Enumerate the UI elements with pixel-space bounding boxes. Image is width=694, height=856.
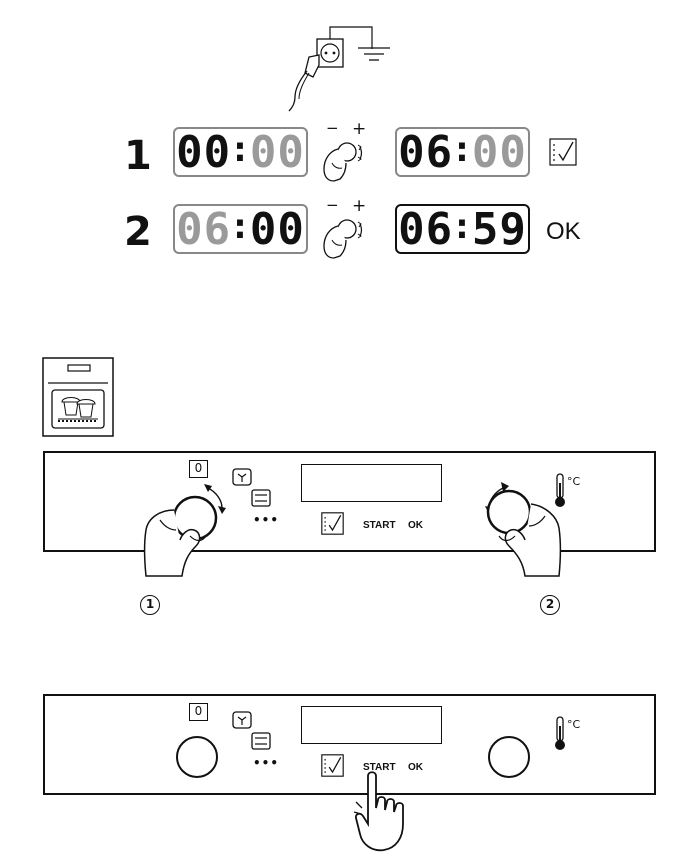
control-panel: 0 ••• START OK °C (43, 694, 656, 795)
pressing-hand-icon (353, 771, 404, 852)
plus-sign: + (352, 198, 366, 216)
knob-hand-icon: − + (323, 198, 366, 259)
display-hours: 06 (398, 126, 454, 178)
minus-sign: − (326, 121, 339, 137)
ok-button-label[interactable]: OK (408, 762, 423, 773)
oven-display (301, 706, 442, 744)
checklist-icon (549, 138, 577, 166)
display-minutes: 00 (471, 126, 527, 178)
display-colon: : (229, 128, 252, 170)
oven-icon (42, 357, 114, 437)
temperature-unit-label: °C (567, 475, 581, 488)
more-functions-dots: ••• (253, 513, 280, 527)
step-number: 1 (124, 133, 152, 179)
ok-button-label: OK (408, 520, 423, 531)
display-hours: 06 (398, 203, 454, 255)
clock-display-after: 06:00 (395, 126, 530, 178)
power-plug-icon (288, 26, 373, 112)
thermometer-icon (555, 716, 565, 750)
plus-sign: + (352, 121, 366, 139)
display-minutes: 00 (249, 203, 305, 255)
display-colon: : (451, 128, 474, 170)
confirm-label: OK (546, 218, 581, 245)
fan-icon (232, 711, 252, 729)
knob-hand-icon[interactable] (465, 470, 585, 580)
checklist-icon (321, 512, 344, 535)
oven-display (301, 464, 442, 502)
off-position-label: 0 (189, 460, 208, 478)
display-colon: : (229, 205, 252, 247)
start-button-label[interactable]: START (363, 762, 396, 773)
grill-icon (251, 732, 271, 750)
grill-icon (251, 489, 271, 507)
display-minutes: 59 (471, 203, 527, 255)
checklist-icon (321, 754, 344, 777)
clock-display-before: 06:00 (173, 203, 308, 255)
temperature-knob[interactable] (488, 736, 530, 778)
function-knob[interactable] (176, 736, 218, 778)
more-functions-dots: ••• (253, 756, 280, 770)
step-number: 2 (124, 209, 152, 255)
fan-icon (232, 468, 252, 486)
thermometer-icon (555, 473, 565, 507)
callout-right-knob: 2 (540, 595, 560, 615)
temperature-unit-label: °C (567, 718, 581, 731)
start-button-label: START (363, 520, 396, 531)
display-minutes: 00 (249, 126, 305, 178)
off-position-label: 0 (189, 703, 208, 721)
callout-left-knob: 1 (140, 595, 160, 615)
display-hours: 06 (176, 203, 232, 255)
knob-hand-icon[interactable] (130, 470, 250, 580)
knob-hand-icon: − + (323, 121, 366, 182)
clock-display-before: 00:00 (173, 126, 308, 178)
display-hours: 00 (176, 126, 232, 178)
clock-display-after: 06:59 (395, 203, 530, 255)
ground-icon (358, 47, 390, 61)
display-colon: : (451, 205, 474, 247)
minus-sign: − (326, 198, 339, 214)
